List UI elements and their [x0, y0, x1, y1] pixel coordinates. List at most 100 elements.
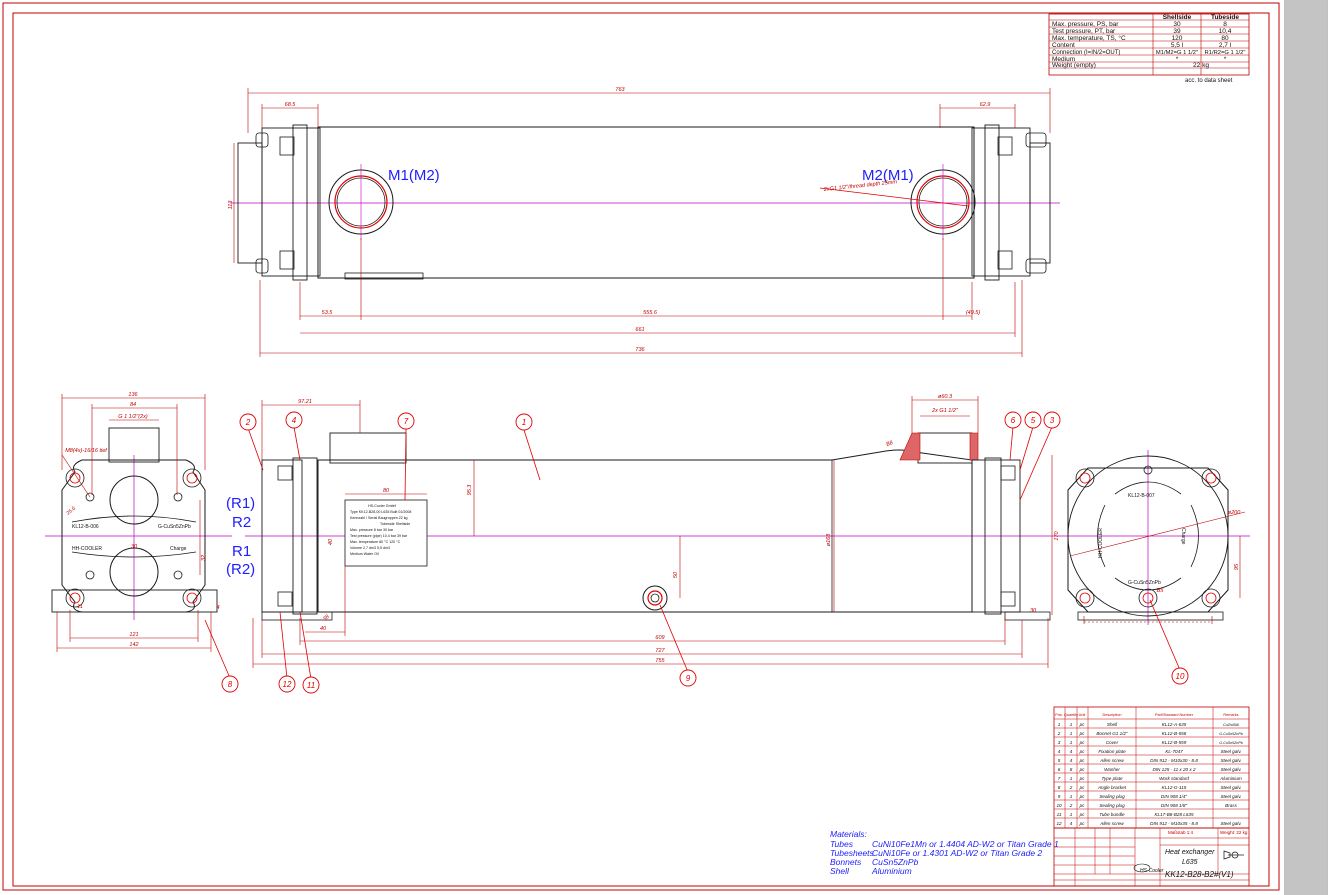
front-dim-97: 97.21: [298, 399, 312, 405]
parts-cell: KL12-B-558: [1162, 731, 1187, 736]
material-value: CuSn5ZnPb: [872, 857, 919, 867]
vertical-scrollbar[interactable]: [1284, 0, 1328, 895]
front-dim-thread: 2x G1 1/2": [931, 408, 959, 414]
spec-row-shell: 30: [1173, 21, 1181, 28]
parts-cell: Fixation plate: [1098, 749, 1126, 754]
spec-note: acc. to data sheet: [1185, 78, 1233, 84]
left-dim-84: 84: [130, 402, 136, 408]
left-dim-11: 11: [77, 604, 83, 610]
left-dim-121: 121: [129, 632, 138, 638]
sealing-plug: [642, 585, 668, 611]
right-end-view: KL12-B-007 HH-COOLER G-CuSn5ZnPb Charge …: [1062, 450, 1250, 625]
balloon-12: 12: [278, 675, 296, 693]
materials-block: Materials: Tubes CuNi10Fe1Mn or 1.4404 A…: [830, 829, 1059, 876]
left-dim-m8: M8(4x)-16/16 tief: [65, 448, 107, 454]
spec-row-label: Medium: [1052, 56, 1075, 63]
parts-cell: pc: [1079, 740, 1086, 745]
dim-top-736: 736: [635, 347, 645, 353]
spec-row-tube: 2,7 l: [1219, 42, 1232, 49]
inner-frame: [12, 12, 1270, 887]
parts-cell: pc: [1079, 749, 1086, 754]
balloon-label: 2: [245, 418, 251, 427]
parts-cell: 1: [1070, 740, 1073, 745]
balloon-label: 4: [292, 416, 297, 425]
parts-cell: KL12-A-635: [1162, 722, 1187, 727]
label-r1-bracket: (R1): [226, 495, 255, 512]
front-dim-95: 95.3: [467, 484, 473, 496]
parts-cell: 4: [1070, 821, 1073, 826]
plate-line: HS-Cooler GmbH: [368, 504, 397, 508]
balloon-label: 3: [1050, 416, 1055, 425]
parts-cell: Cover: [1106, 740, 1119, 745]
front-dim-od168: ø168: [826, 533, 832, 546]
plate-line: Volume 2,7 dm3 5,5 dm3: [350, 546, 390, 550]
balloon-label: 9: [686, 674, 691, 683]
dim-top-overall: 763: [615, 87, 625, 93]
parts-cell: Sealing plug: [1099, 794, 1125, 799]
title-block: Maßstab 1:4 Weight: 22 kg Heat exchanger…: [1053, 827, 1250, 887]
parts-cell: pc: [1079, 812, 1086, 817]
parts-header: Quantity: [1064, 713, 1078, 717]
parts-cell: 3: [1058, 740, 1061, 745]
front-dim-50: 50: [673, 571, 679, 578]
parts-cell: 1: [1070, 722, 1073, 727]
balloon-2: 2: [239, 413, 257, 431]
balloon-3: 3: [1043, 411, 1061, 429]
material-part: Tubes: [830, 839, 854, 849]
left-dim-136: 136: [128, 392, 138, 398]
balloon-label: 12: [283, 680, 292, 689]
dim-top-port-spacing: 555.6: [643, 310, 658, 316]
spec-row-label: Connection (I=IN/2=OUT): [1052, 50, 1120, 56]
parts-cell: Bonnet G1 1/2": [1096, 731, 1128, 736]
parts-cell: KL17-B8-B28 L635: [1154, 812, 1194, 817]
dim-top-left-port: 53.5: [322, 310, 334, 316]
left-small-dim: 25.6: [65, 506, 77, 518]
balloon-label: 11: [307, 681, 315, 690]
parts-cell: 1: [1070, 776, 1073, 781]
material-part: Shell: [830, 866, 850, 876]
parts-cell: KL12-G-115: [1162, 785, 1187, 790]
parts-cell: pc: [1079, 767, 1086, 772]
type-plate: [344, 499, 428, 567]
balloon-4: 4: [285, 411, 303, 429]
technical-drawing: Shellside Tubeside Max. pressure, PS, ba…: [2, 2, 1280, 891]
plate-line: Tubeside Shellside: [380, 522, 410, 526]
front-dim-170: 170: [1054, 530, 1060, 540]
parts-cell: 10: [1056, 803, 1062, 808]
dim-top-left-bonnet: 68.5: [285, 102, 297, 108]
right-dim-b5: B5: [1157, 588, 1165, 594]
right-material: G-CuSn5ZnPb: [1128, 580, 1161, 586]
front-dim-plate-width: 80: [383, 488, 390, 494]
plate-line: Medium Water Oil: [350, 552, 379, 556]
balloon-group: 1 2 3 4 5 6 7 8 9 10 11 12: [221, 411, 1189, 694]
left-dim-4: 4: [216, 605, 219, 611]
spec-row-shell: *: [1176, 56, 1179, 63]
left-dim-142: 142: [129, 642, 138, 648]
spec-row-shell: M1/M2=G 1 1/2": [1156, 50, 1198, 56]
parts-cell: 1: [1070, 794, 1073, 799]
plate-line: Type KK12-B28-00 L635 Built 01/2008: [350, 510, 411, 514]
plate-line: Max. temperature 80 °C 120 °C: [350, 540, 401, 544]
balloon-5: 5: [1024, 411, 1042, 429]
balloon-label: 6: [1011, 416, 1016, 425]
parts-list: Pos. Quantity Unit Description Part/Stan…: [1053, 706, 1250, 829]
parts-cell: G-CuSn5ZnPb: [1219, 741, 1243, 745]
title-scale: Maßstab 1:4: [1168, 830, 1194, 835]
parts-cell: 8: [1058, 785, 1061, 790]
material-part: Bonnets: [830, 857, 862, 867]
parts-cell: CuZn40Al: [1223, 723, 1239, 727]
scrollbar-thumb[interactable]: [1285, 0, 1327, 895]
parts-cell: pc: [1079, 803, 1086, 808]
parts-cell: 6: [1058, 767, 1061, 772]
left-charge: Charge: [170, 546, 187, 552]
spec-row-shell: 39: [1173, 28, 1181, 35]
parts-cell: DIN 912 - M10x35 - 8.8: [1150, 821, 1198, 826]
parts-cell: Steel galv.: [1220, 785, 1241, 790]
parts-cell: 4: [1070, 749, 1073, 754]
parts-cell: 8: [1070, 767, 1073, 772]
